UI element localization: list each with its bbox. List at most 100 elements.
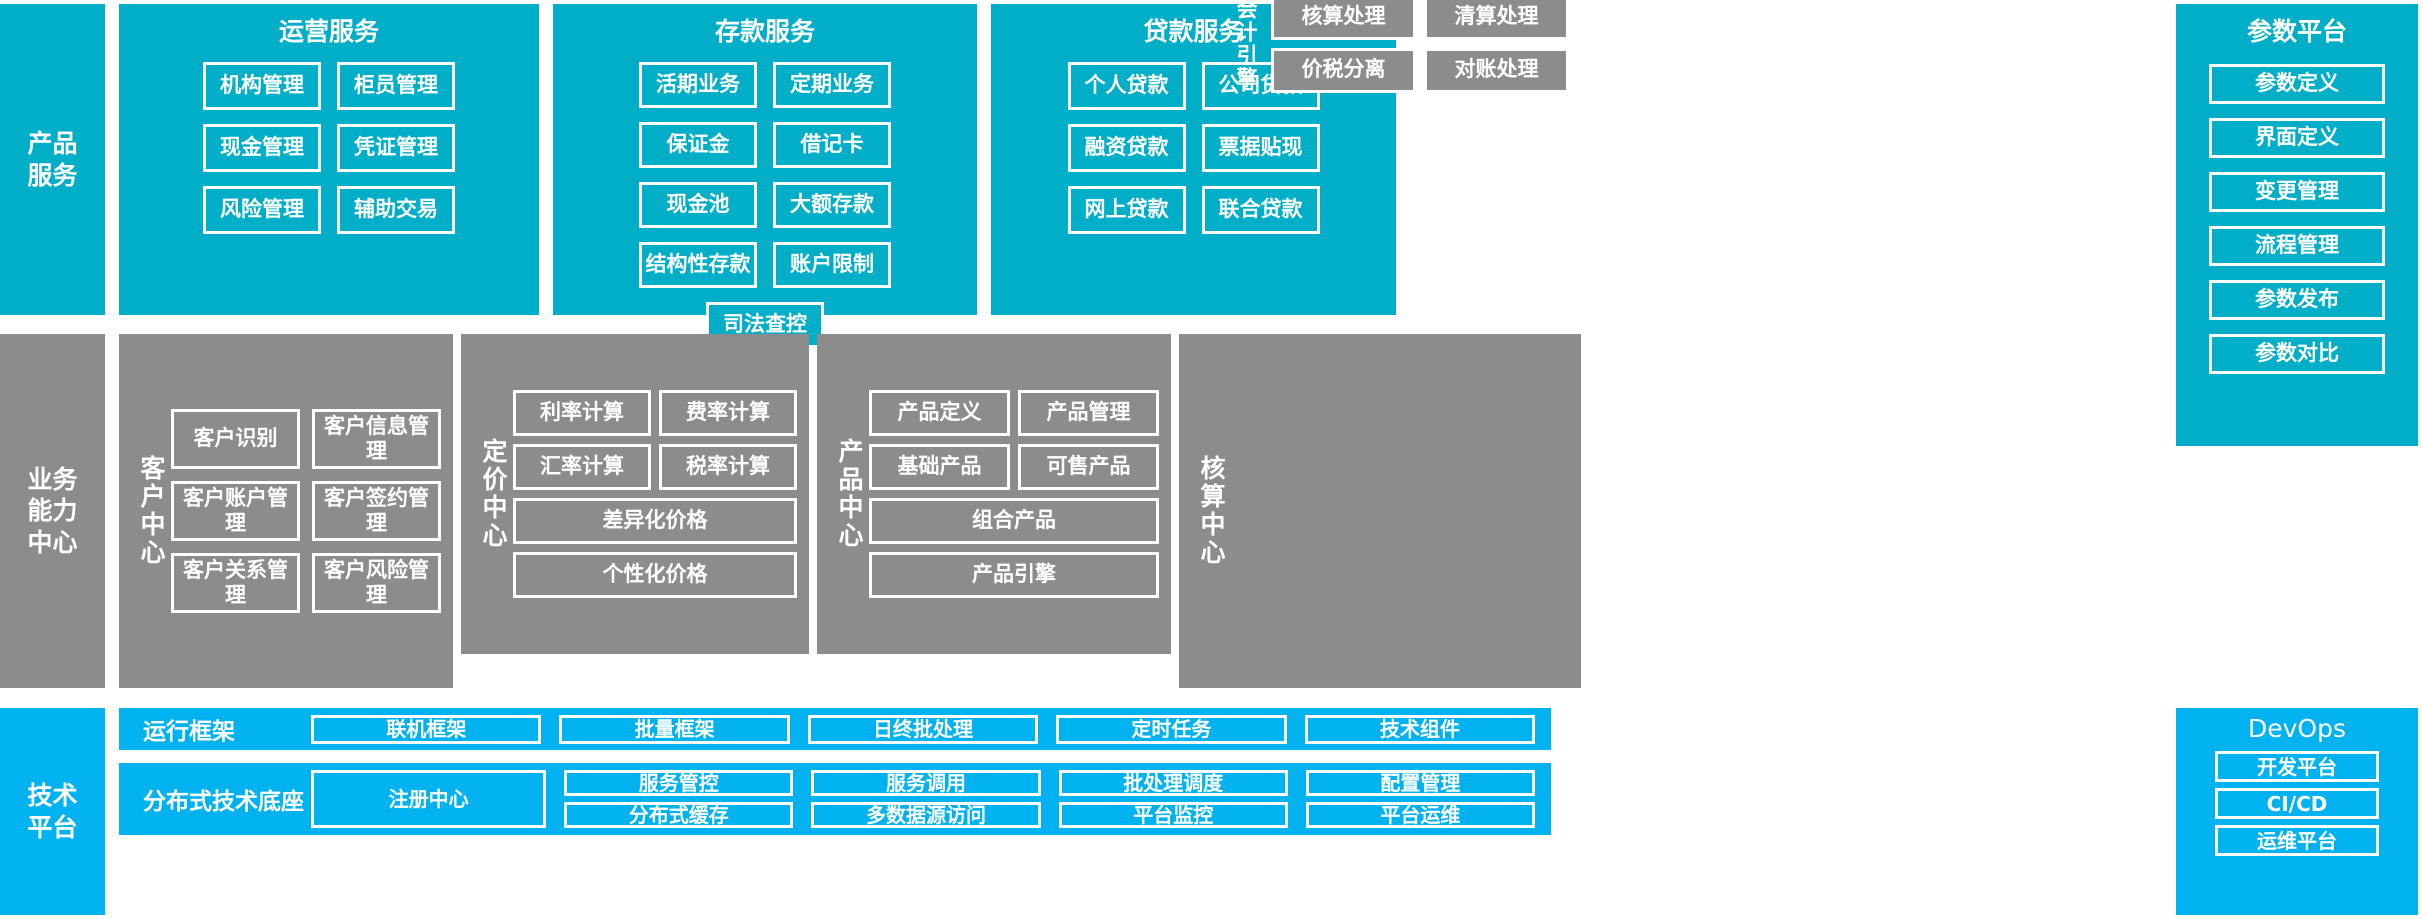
row-label-line-1: 技术 [27, 781, 78, 811]
item-cash-management[interactable]: 现金管理 [203, 124, 321, 172]
row-label-line-2: 能力 [27, 496, 78, 526]
item-development-platform[interactable]: 开发平台 [2215, 751, 2379, 782]
item-end-of-day-batch[interactable]: 日终批处理 [807, 714, 1039, 744]
item-platform-monitoring[interactable]: 平台监控 [1058, 802, 1288, 828]
foundation-column-3: 批处理调度 平台监控 [1058, 770, 1288, 828]
item-interest-rate-calculation[interactable]: 利率计算 [513, 390, 651, 436]
item-interface-definition[interactable]: 界面定义 [2209, 118, 2385, 158]
item-batch-scheduling[interactable]: 批处理调度 [1058, 770, 1288, 796]
item-accounting-processing[interactable]: 核算处理 [1271, 0, 1416, 40]
center-customer: 客户中心 客户识别 客户信息管理 客户账户管理 客户签约管理 客户关系管理 客户… [119, 334, 453, 688]
item-exchange-rate-calculation[interactable]: 汇率计算 [513, 444, 651, 490]
item-customer-account-management[interactable]: 客户账户管理 [171, 481, 300, 541]
item-account-restriction[interactable]: 账户限制 [773, 242, 891, 288]
item-batch-framework[interactable]: 批量框架 [559, 714, 790, 744]
accounting-center-subgroups: 会计引擎 核算处理 清算处理 价税分离 对账处理 业务总账 损益结转 外币重估 [1231, 0, 1569, 919]
item-online-framework[interactable]: 联机框架 [311, 714, 542, 744]
subgroup-label-accounting-engine: 会计引擎 [1234, 0, 1258, 90]
item-configuration-management[interactable]: 配置管理 [1305, 770, 1536, 796]
item-parameter-comparison[interactable]: 参数对比 [2209, 334, 2385, 374]
item-joint-loan[interactable]: 联合贷款 [1201, 186, 1320, 234]
item-demand-deposit[interactable]: 活期业务 [639, 62, 757, 108]
item-scheduled-task[interactable]: 定时任务 [1056, 714, 1287, 744]
deposit-services-items: 活期业务 定期业务 保证金 借记卡 现金池 大额存款 结构性存款 账户限制 司法… [553, 62, 977, 362]
band-label-runtime-framework: 运行框架 [143, 719, 235, 745]
item-settlement-processing[interactable]: 清算处理 [1424, 0, 1569, 40]
item-product-definition[interactable]: 产品定义 [869, 390, 1010, 436]
row-label-line-2: 服务 [27, 160, 78, 190]
item-margin-deposit[interactable]: 保证金 [639, 122, 757, 168]
item-personalized-pricing[interactable]: 个性化价格 [513, 552, 797, 598]
row-product-services: 产品 服务 运营服务 机构管理 柜员管理 现金管理 凭证管理 风险管理 辅助交易… [0, 4, 2423, 348]
item-organization-management[interactable]: 机构管理 [203, 62, 321, 110]
distributed-foundation-items: 注册中心 服务管控 分布式缓存 服务调用 多数据源访问 批处理调度 平台监控 [311, 770, 1536, 828]
column-parameter-platform: 参数平台 参数定义 界面定义 变更管理 流程管理 参数发布 参数对比 [2176, 4, 2418, 446]
row-label-line-2: 平台 [27, 812, 78, 842]
pricing-center-items: 利率计算 费率计算 汇率计算 税率计算 差异化价格 个性化价格 [513, 390, 797, 598]
item-fee-rate-calculation[interactable]: 费率计算 [659, 390, 797, 436]
item-operations-platform[interactable]: 运维平台 [2215, 825, 2379, 856]
item-auxiliary-transaction[interactable]: 辅助交易 [337, 186, 455, 234]
row-label-line-3: 中心 [27, 527, 78, 557]
item-parameter-release[interactable]: 参数发布 [2209, 280, 2385, 320]
item-large-deposit[interactable]: 大额存款 [773, 182, 891, 228]
item-customer-info-management[interactable]: 客户信息管理 [312, 409, 441, 469]
item-time-deposit[interactable]: 定期业务 [773, 62, 891, 108]
item-financing-loan[interactable]: 融资贷款 [1067, 124, 1186, 172]
item-bundled-product[interactable]: 组合产品 [869, 498, 1159, 544]
item-cash-pool[interactable]: 现金池 [639, 182, 757, 228]
group-title-deposit-services: 存款服务 [714, 17, 815, 46]
item-multi-datasource-access[interactable]: 多数据源访问 [811, 802, 1041, 828]
item-teller-management[interactable]: 柜员管理 [337, 62, 455, 110]
group-deposit-services: 存款服务 活期业务 定期业务 保证金 借记卡 现金池 大额存款 结构性存款 账户… [553, 4, 977, 348]
group-operation-services: 运营服务 机构管理 柜员管理 现金管理 凭证管理 风险管理 辅助交易 [119, 4, 539, 315]
foundation-column-2: 服务调用 多数据源访问 [811, 770, 1041, 828]
item-voucher-management[interactable]: 凭证管理 [337, 124, 455, 172]
item-parameter-definition[interactable]: 参数定义 [2209, 64, 2385, 104]
item-sellable-product[interactable]: 可售产品 [1018, 444, 1159, 490]
item-change-management[interactable]: 变更管理 [2209, 172, 2385, 212]
center-accounting: 核算中心 会计引擎 核算处理 清算处理 价税分离 对账处理 业务总账 [1179, 0, 1581, 688]
item-price-tax-separation[interactable]: 价税分离 [1271, 47, 1416, 93]
item-ci-cd[interactable]: CI/CD [2215, 788, 2379, 819]
item-customer-contract-management[interactable]: 客户签约管理 [312, 481, 441, 541]
subgroup-accounting-engine: 会计引擎 核算处理 清算处理 价税分离 对账处理 [1231, 0, 1569, 503]
row-label-line-1: 业务 [27, 465, 78, 495]
operation-services-items: 机构管理 柜员管理 现金管理 凭证管理 风险管理 辅助交易 [119, 62, 539, 248]
item-product-engine[interactable]: 产品引擎 [869, 552, 1159, 598]
item-structured-deposit[interactable]: 结构性存款 [639, 242, 757, 288]
product-center-items: 产品定义 产品管理 基础产品 可售产品 组合产品 产品引擎 [869, 390, 1159, 598]
column-title-devops: DevOps [2248, 714, 2346, 743]
band-distributed-foundation: 分布式技术底座 注册中心 服务管控 分布式缓存 服务调用 多数据源访问 批处理调… [119, 763, 1551, 835]
item-bill-discount[interactable]: 票据贴现 [1201, 124, 1320, 172]
band-runtime-framework: 运行框架 联机框架 批量框架 日终批处理 定时任务 技术组件 [119, 708, 1551, 750]
item-risk-management[interactable]: 风险管理 [203, 186, 321, 234]
item-platform-operations[interactable]: 平台运维 [1305, 802, 1536, 828]
band-label-distributed-foundation: 分布式技术底座 [143, 789, 304, 815]
center-pricing: 定价中心 利率计算 费率计算 汇率计算 税率计算 差异化价格 个性化价格 [461, 334, 809, 654]
item-product-management[interactable]: 产品管理 [1018, 390, 1159, 436]
item-service-invocation[interactable]: 服务调用 [811, 770, 1041, 796]
group-title-loan-services: 贷款服务 [1143, 17, 1244, 46]
item-registry-center[interactable]: 注册中心 [311, 770, 547, 828]
item-basic-product[interactable]: 基础产品 [869, 444, 1010, 490]
item-customer-identification[interactable]: 客户识别 [171, 409, 300, 469]
item-reconciliation-processing[interactable]: 对账处理 [1424, 47, 1569, 93]
foundation-column-4: 配置管理 平台运维 [1305, 770, 1536, 828]
row-technology-platform: 技术 平台 运行框架 联机框架 批量框架 日终批处理 定时任务 技术组件 分布式… [0, 708, 2423, 915]
center-product: 产品中心 产品定义 产品管理 基础产品 可售产品 组合产品 产品引擎 [817, 334, 1171, 654]
item-customer-risk-management[interactable]: 客户风险管理 [312, 553, 441, 613]
item-differentiated-pricing[interactable]: 差异化价格 [513, 498, 797, 544]
item-tax-rate-calculation[interactable]: 税率计算 [659, 444, 797, 490]
foundation-column-1: 服务管控 分布式缓存 [564, 770, 794, 828]
item-customer-relationship-management[interactable]: 客户关系管理 [171, 553, 300, 613]
item-online-loan[interactable]: 网上贷款 [1067, 186, 1186, 234]
item-personal-loan[interactable]: 个人贷款 [1067, 62, 1186, 110]
item-technical-component[interactable]: 技术组件 [1304, 714, 1536, 744]
item-service-governance[interactable]: 服务管控 [564, 770, 794, 796]
center-label-pricing: 定价中心 [479, 438, 508, 550]
item-distributed-cache[interactable]: 分布式缓存 [564, 802, 794, 828]
item-process-management[interactable]: 流程管理 [2209, 226, 2385, 266]
item-debit-card[interactable]: 借记卡 [773, 122, 891, 168]
